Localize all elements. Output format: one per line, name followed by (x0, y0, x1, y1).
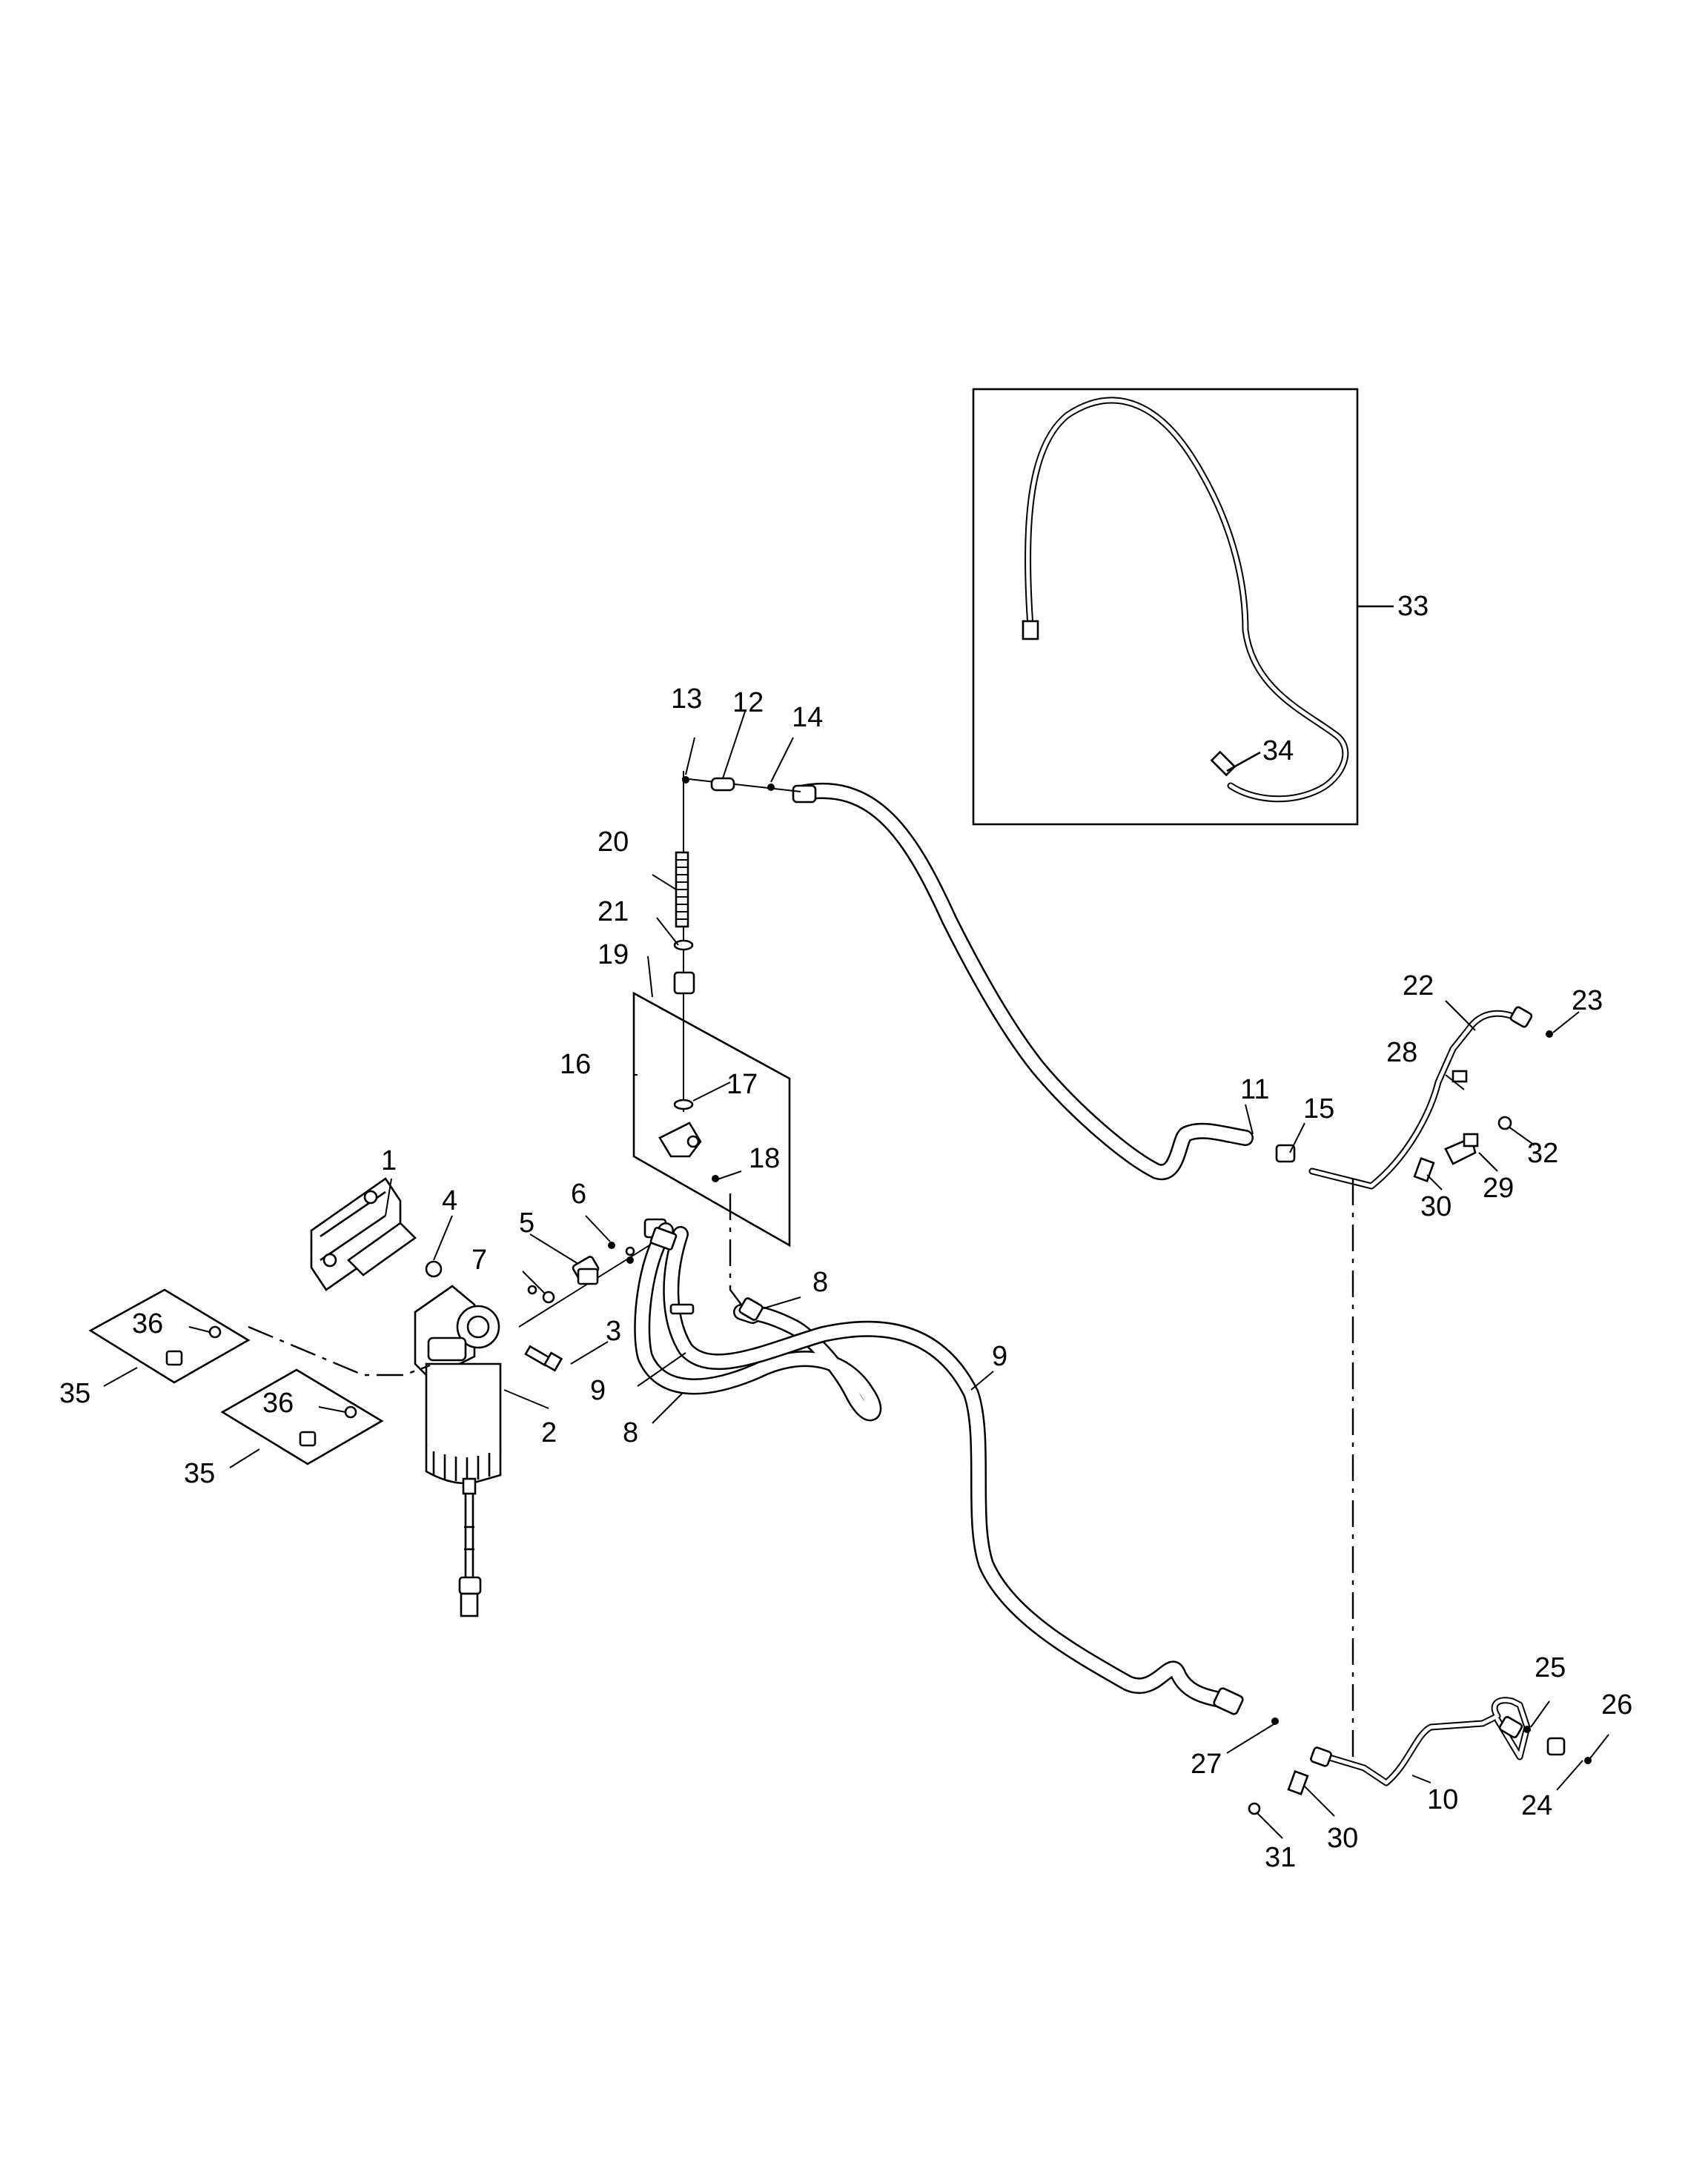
callout-6: 6 (571, 1179, 586, 1210)
callout-31: 31 (1265, 1842, 1296, 1873)
callout-10: 10 (1427, 1784, 1458, 1815)
callout-4: 4 (442, 1185, 457, 1216)
callout-17: 17 (726, 1069, 758, 1100)
callout-3: 3 (606, 1316, 621, 1347)
callout-30b: 30 (1327, 1823, 1358, 1854)
callout-14: 14 (792, 702, 823, 733)
callout-26: 26 (1601, 1689, 1632, 1720)
callout-15: 15 (1303, 1093, 1334, 1124)
left-fittings (518, 1218, 668, 1372)
callout-19: 19 (598, 939, 629, 970)
callout-21: 21 (598, 896, 629, 927)
callout-5: 5 (519, 1208, 534, 1239)
mounting-bracket (310, 1177, 443, 1291)
leader-lines (103, 711, 1609, 1839)
callout-12: 12 (732, 687, 764, 718)
plate-35-lower (220, 1368, 384, 1465)
tube-22 (1308, 1006, 1553, 1190)
hose-8 (634, 1222, 882, 1422)
callout-7: 7 (471, 1245, 487, 1276)
callout-36a: 36 (132, 1308, 163, 1339)
callouts: 1 2 3 4 5 6 7 8 8 9 9 10 11 12 13 14 15 … (59, 591, 1632, 1873)
callout-34: 34 (1262, 735, 1294, 766)
callout-9b: 9 (590, 1375, 606, 1406)
callout-8a: 8 (812, 1267, 828, 1298)
callout-24: 24 (1521, 1790, 1552, 1821)
callout-22: 22 (1403, 970, 1434, 1001)
callout-36b: 36 (262, 1388, 294, 1419)
callout-16: 16 (560, 1049, 591, 1080)
callout-35a: 35 (59, 1378, 90, 1409)
callout-35b: 35 (184, 1458, 215, 1489)
right-fittings (1248, 1116, 1592, 1815)
callout-13: 13 (671, 683, 702, 715)
fuel-filter (414, 1285, 502, 1617)
callout-8b: 8 (623, 1417, 638, 1448)
hose-9 (663, 1226, 1244, 1715)
callout-30a: 30 (1420, 1191, 1452, 1222)
callout-28: 28 (1386, 1037, 1417, 1068)
callout-23: 23 (1572, 985, 1603, 1016)
callout-1: 1 (381, 1145, 397, 1176)
callout-25: 25 (1535, 1652, 1566, 1683)
callout-18: 18 (749, 1143, 780, 1174)
tube-10 (1310, 1697, 1531, 1786)
upper-fittings (681, 776, 801, 792)
callout-27: 27 (1191, 1749, 1222, 1780)
callout-33: 33 (1397, 591, 1429, 622)
callout-2: 2 (541, 1417, 557, 1448)
callout-20: 20 (598, 827, 629, 858)
callout-11: 11 (1240, 1074, 1269, 1105)
callout-9a: 9 (992, 1341, 1007, 1372)
hose-clamp (649, 1227, 695, 1315)
callout-29: 29 (1483, 1173, 1514, 1204)
tube-11 (792, 782, 1254, 1181)
plate-35-upper (88, 1288, 251, 1384)
valve-panel (632, 771, 791, 1305)
inset-box (972, 388, 1394, 826)
callout-32: 32 (1527, 1138, 1558, 1169)
